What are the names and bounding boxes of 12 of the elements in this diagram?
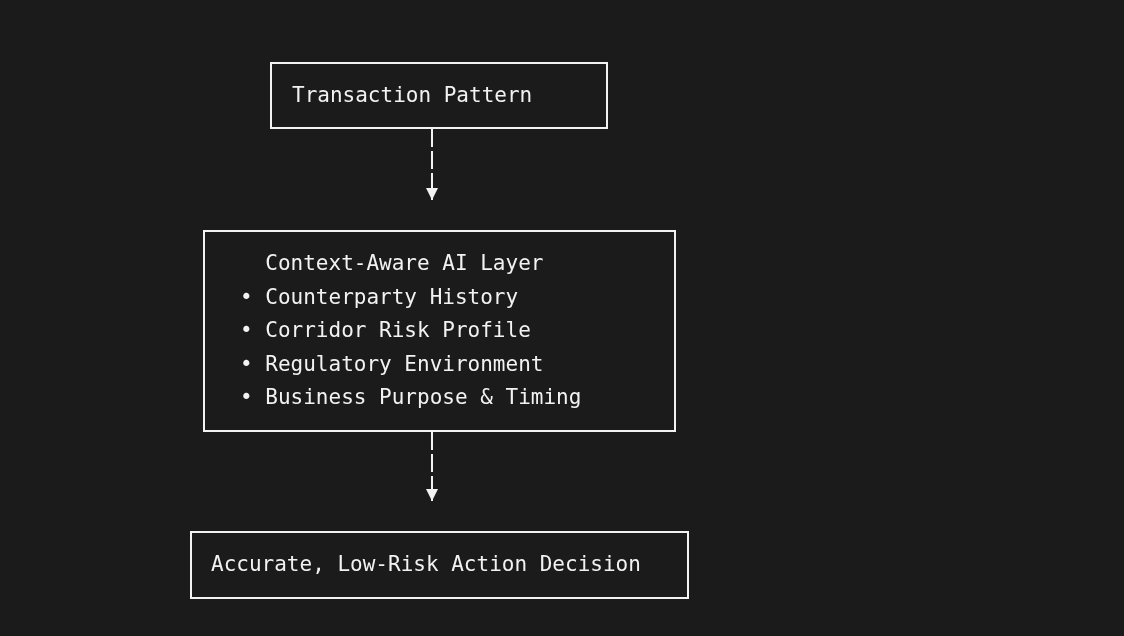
list-item: • Corridor Risk Profile bbox=[240, 317, 532, 345]
process-box bbox=[270, 62, 608, 129]
box-label: Accurate, Low-Risk Action Decision bbox=[211, 551, 642, 579]
list-item: • Regulatory Environment bbox=[240, 350, 545, 378]
process-box bbox=[203, 230, 676, 432]
box-heading: Context-Aware AI Layer bbox=[265, 250, 545, 278]
box-label: Transaction Pattern bbox=[292, 81, 534, 109]
process-box bbox=[190, 531, 689, 599]
list-item: • Business Purpose & Timing bbox=[240, 384, 583, 412]
arrow bbox=[426, 128, 438, 201]
arrow bbox=[426, 431, 438, 502]
list-item: • Counterparty History bbox=[240, 283, 520, 311]
